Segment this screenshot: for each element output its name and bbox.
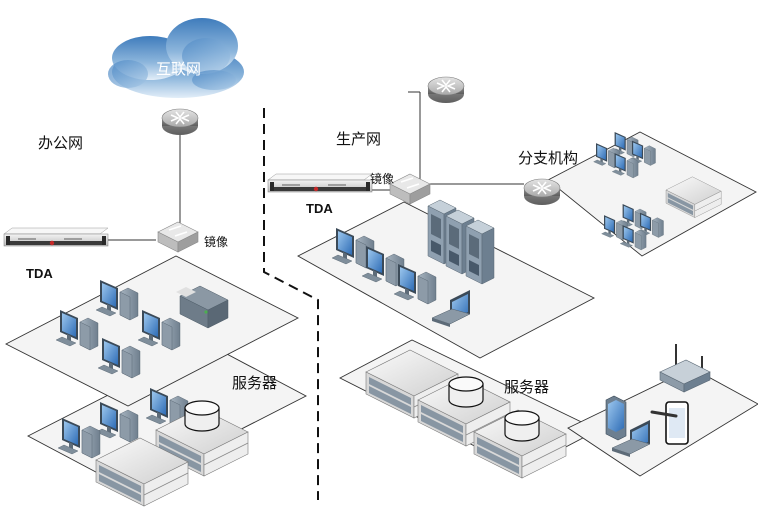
tower-server-icon [465, 219, 495, 285]
mobile-zone [567, 367, 758, 477]
production-switch-icon [389, 173, 431, 205]
production-router-icon [427, 76, 465, 104]
production-tda-appliance-icon [267, 173, 373, 193]
cloud-label: 互联网 [156, 60, 201, 78]
database-icon [448, 376, 484, 408]
branch-router-icon [523, 178, 561, 206]
office-workstations [55, 279, 229, 379]
tablet-icon [650, 401, 689, 445]
production-tda-label: TDA [306, 201, 333, 216]
office-zone-label: 办公网 [38, 134, 83, 152]
database-icon [184, 400, 220, 432]
production-zone-label: 生产网 [336, 130, 381, 148]
office-router-icon [161, 108, 199, 136]
printer-icon [176, 285, 229, 329]
office-tda-appliance-icon [3, 227, 109, 247]
office-server-label: 服务器 [232, 374, 277, 392]
cloud-icon [108, 18, 244, 98]
database-icon [504, 410, 540, 442]
office-tda-label: TDA [26, 266, 53, 281]
wireless-router-icon [659, 344, 711, 393]
production-server-label: 服务器 [504, 378, 549, 396]
zone-divider [263, 108, 319, 500]
network-links [108, 91, 524, 241]
mobile-devices [605, 344, 711, 458]
office-mirror-label: 镜像 [204, 234, 228, 249]
smartphone-icon [605, 395, 627, 441]
branch-zone-label: 分支机构 [518, 149, 578, 167]
production-mirror-label: 镜像 [370, 171, 394, 186]
internet-cloud: 互联网 [108, 18, 244, 98]
office-switch-icon [157, 221, 199, 253]
